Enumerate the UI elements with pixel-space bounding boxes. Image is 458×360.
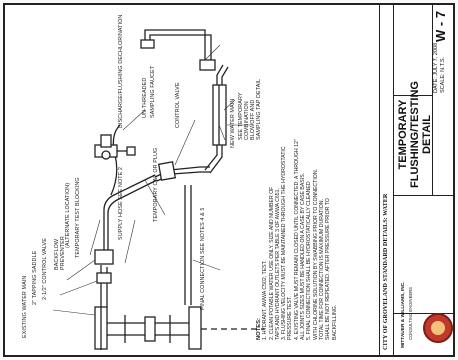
title-line-1: TEMPORARY [397, 99, 409, 170]
label-temp-cap: TEMPORARY CAP OR PLUG [153, 147, 159, 222]
detail-drawing [52, 29, 265, 350]
label-supply-hose: SUPPLY HOSE SEE NOTE 2 [118, 166, 124, 240]
notes-block: NOTES: 1. HYDRANT, AWWA C502, TEST. 2. C… [256, 139, 338, 340]
label-unthreaded: UN-THREADED [142, 77, 148, 118]
label-new-main: NEW WATER MAIN [230, 98, 236, 148]
label-alternate: (ALTERNATE LOCATION) [65, 182, 71, 248]
sheet-number: W - 7 [433, 10, 448, 42]
label-control-valve: 2-1/2" CONTROL VALVE [42, 238, 48, 300]
firm-sub: CONSULTING ENGINEERS [408, 287, 413, 340]
date-text: DATE: JULY 7, 2008 [433, 42, 439, 93]
city-header: CITY OF GROVELAND STANDARD DETAILS: WATE… [382, 193, 389, 350]
firm-name: MITTAUER & WILLIAMS, INC. [401, 281, 406, 348]
label-final-connection: FINAL CONNECTION SEE NOTES 4 & 5 [200, 207, 206, 310]
title-block [379, 5, 454, 355]
title-line-2: FLUSHING/TESTING [409, 81, 421, 188]
label-existing-main: EXISTING WATER MAIN [22, 275, 28, 338]
label-see-temporary: SEE TEMPORARY COMBINATION BLOWOFF AND SA… [238, 78, 262, 140]
label-sampling-faucet: SAMPLING FAUCET [150, 65, 156, 118]
scale-text: SCALE: N.T.S. [440, 56, 446, 93]
label-tapping-saddle: 2" TAPPING SADDLE [32, 250, 38, 305]
title-line-3: DETAIL [421, 115, 433, 154]
city-seal-logo [423, 313, 453, 343]
label-control-valve-2: CONTROL VALVE [175, 82, 181, 128]
note-line: BACKFILLING. [331, 304, 338, 340]
drawing-title: TEMPORARY FLUSHING/TESTING DETAIL [397, 81, 433, 188]
label-discharge: DISCHARGE/FLUSHING DECHLORINATION [118, 14, 124, 128]
label-temp-blocking: TEMPORARY TEST BLOCKING [75, 177, 81, 258]
